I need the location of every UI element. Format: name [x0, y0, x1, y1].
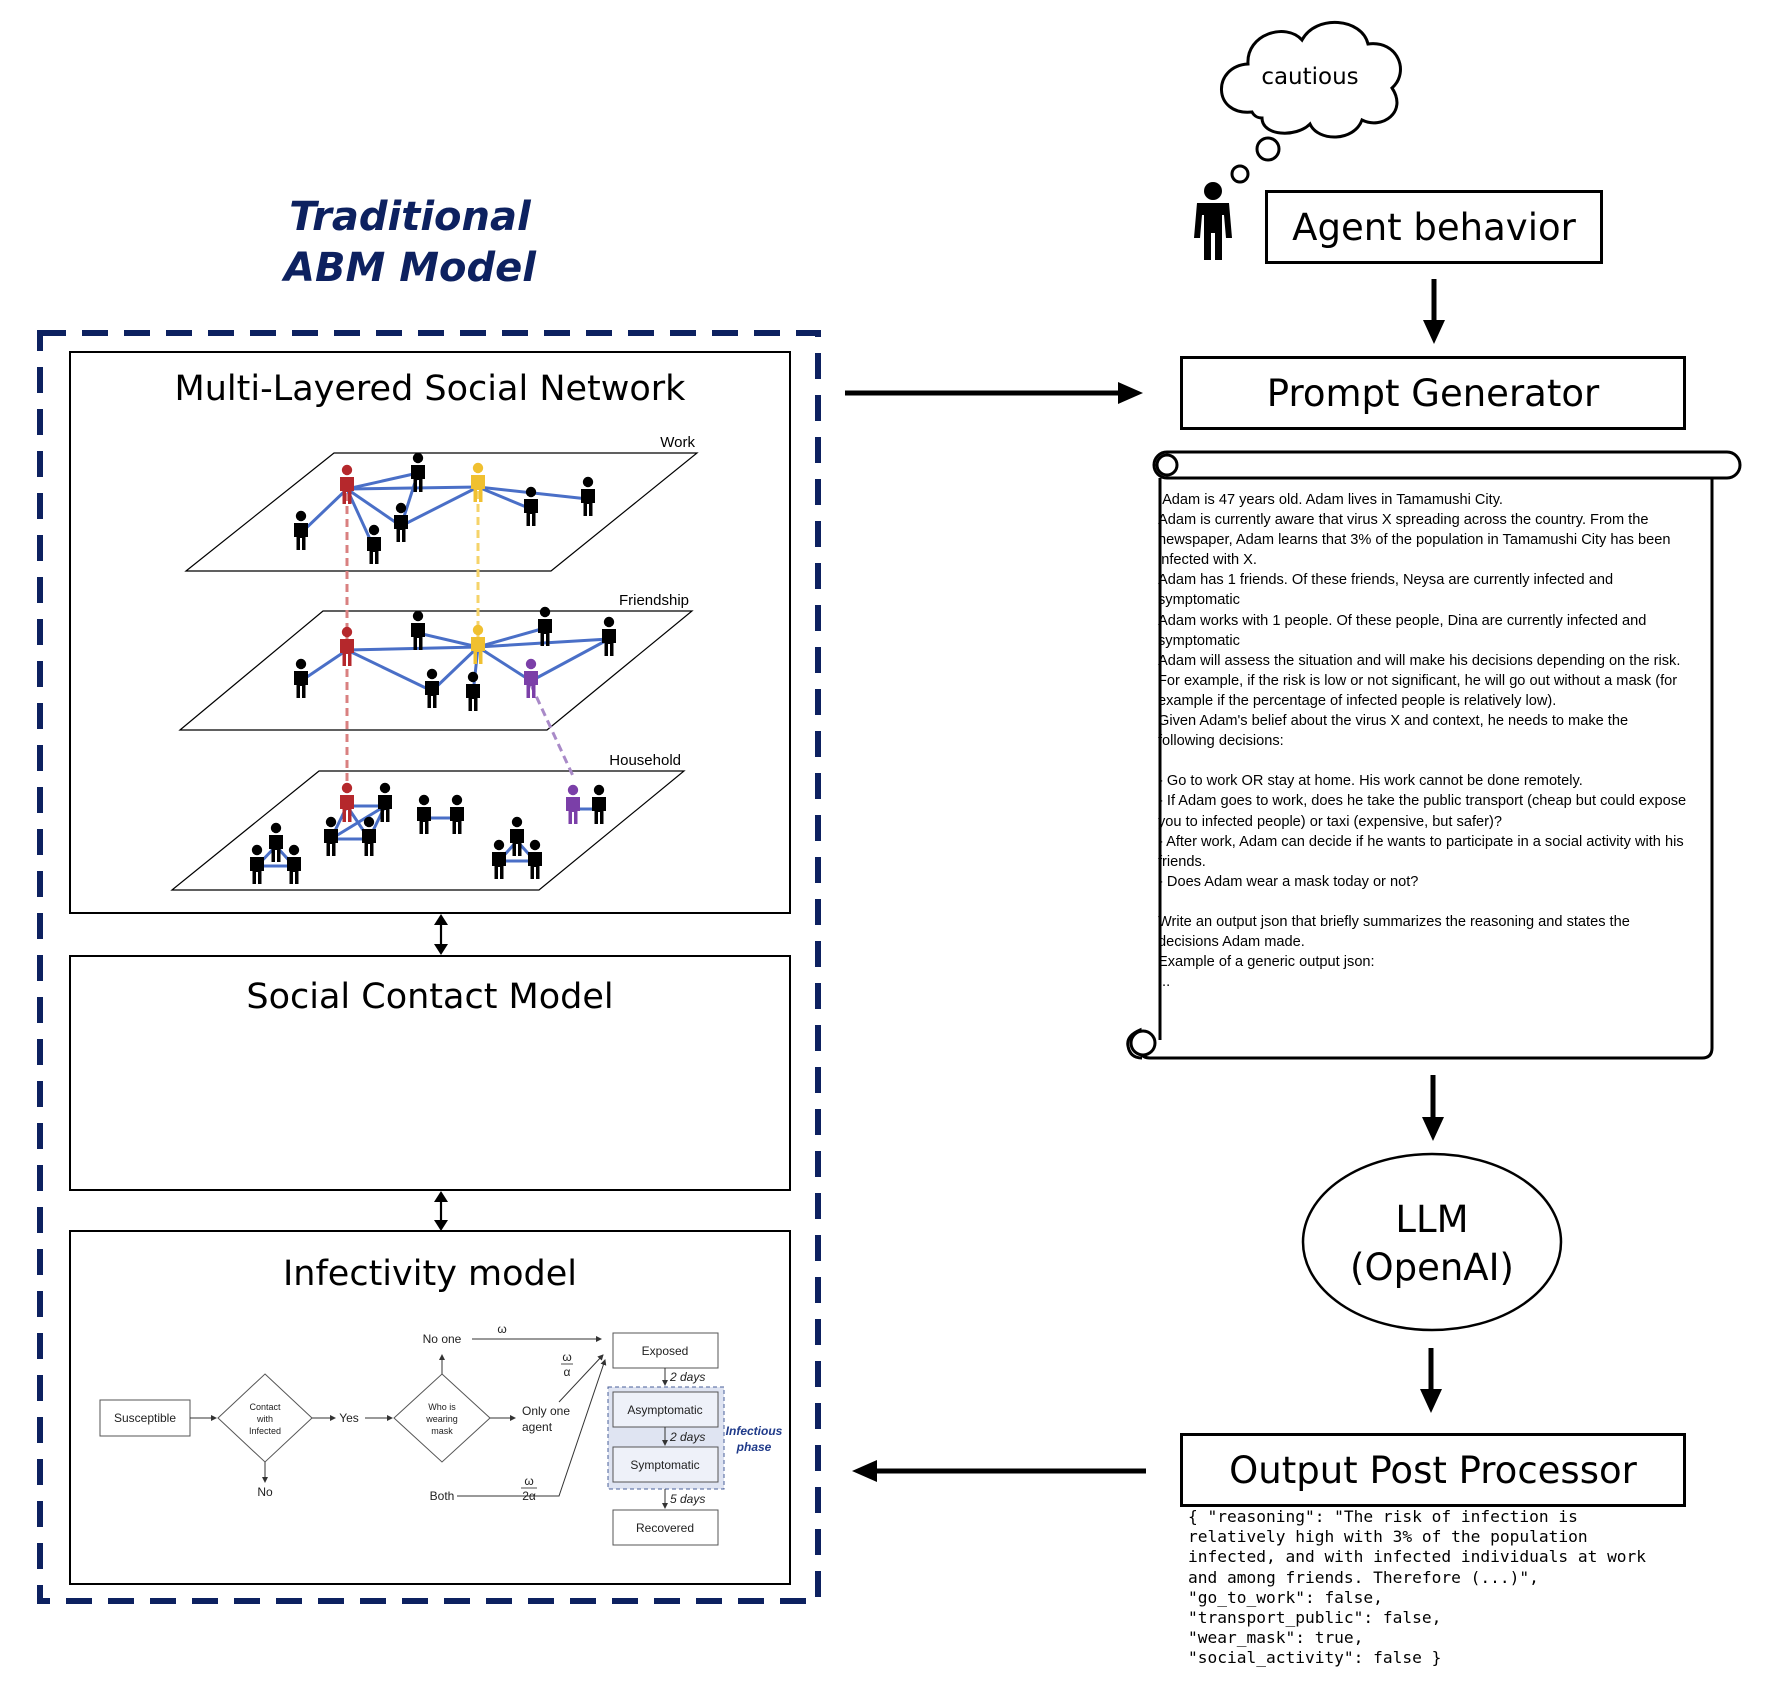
asymptomatic-node: [612, 1391, 719, 1428]
social-contact-box: Social Contact Model: [69, 955, 791, 1191]
exposed-label: Exposed: [642, 1344, 689, 1358]
duration-3: 5 days: [670, 1492, 705, 1506]
llm-node: LLM (OpenAI): [1303, 1196, 1561, 1292]
recovered-node: [612, 1509, 719, 1546]
layer-label-work: Work: [660, 434, 695, 451]
contact-label-3: Infected: [249, 1426, 281, 1436]
prompt-text: Adam is 47 years old. Adam lives in Tama…: [1158, 492, 1687, 991]
social-contact-title: Social Contact Model: [246, 977, 614, 1017]
thought-dot-large: [1255, 136, 1281, 162]
social-network-title: Multi-Layered Social Network: [174, 369, 686, 409]
contact-label-2: with: [256, 1414, 273, 1424]
duration-2: 2 days: [669, 1430, 705, 1444]
prompt-generator-label: Prompt Generator: [1266, 371, 1600, 415]
exposed-node: [612, 1332, 719, 1369]
network-illustration: Work Friendship Household: [170, 434, 699, 891]
output-json-text: { "reasoning": "The risk of infection is…: [1188, 1507, 1647, 1668]
layer-label-household: Household: [609, 752, 681, 769]
thought-cloud: [1220, 20, 1402, 139]
agent-person-icon: [1194, 182, 1232, 260]
omega-2alpha-num: ω: [524, 1474, 533, 1488]
prompt-scroll: [1126, 450, 1742, 1060]
both-label: Both: [430, 1489, 455, 1503]
thought-text: cautious: [1261, 64, 1359, 90]
thought-dot-small: [1230, 164, 1250, 184]
llm-ellipse: [1301, 1152, 1563, 1332]
mask-label-3: mask: [431, 1426, 453, 1436]
prompt-generator-box: Prompt Generator: [1180, 356, 1686, 430]
omega-label: ω: [497, 1322, 506, 1336]
llm-label-2: (OpenAI): [1350, 1246, 1514, 1289]
infectious-label-1: Infectious: [726, 1424, 783, 1438]
agent-behavior-label: Agent behavior: [1292, 205, 1576, 249]
contact-label-1: Contact: [249, 1402, 281, 1412]
no-one-label: No one: [423, 1332, 462, 1346]
infectivity-flowchart: Susceptible Contact with Infected Yes No…: [99, 1322, 783, 1546]
omega-alpha-num: ω: [562, 1350, 571, 1364]
no-label: No: [257, 1485, 273, 1499]
llm-label-1: LLM: [1395, 1198, 1469, 1241]
symptomatic-node: [612, 1446, 719, 1483]
output-post-processor-label: Output Post Processor: [1229, 1448, 1637, 1492]
yes-label: Yes: [339, 1411, 359, 1425]
only-one-label-2: agent: [522, 1420, 553, 1434]
susceptible-label: Susceptible: [114, 1411, 176, 1425]
recovered-label: Recovered: [636, 1521, 694, 1535]
abm-title-line1: Traditional: [289, 194, 531, 240]
duration-1: 2 days: [669, 1370, 705, 1384]
layer-label-friendship: Friendship: [619, 592, 689, 609]
mask-decision: [393, 1373, 491, 1463]
infectious-label-2: phase: [736, 1440, 772, 1454]
omega-2alpha-den: 2α: [522, 1489, 536, 1503]
infectivity-title: Infectivity model: [282, 1254, 578, 1294]
only-one-label-1: Only one: [522, 1404, 570, 1418]
abm-title-line2: ABM Model: [284, 245, 536, 291]
work-plane: [184, 452, 699, 572]
mask-label-1: Who is: [428, 1402, 456, 1412]
asymptomatic-label: Asymptomatic: [627, 1403, 702, 1417]
mask-label-2: wearing: [425, 1414, 458, 1424]
agent-behavior-box: Agent behavior: [1265, 190, 1603, 264]
symptomatic-label: Symptomatic: [630, 1458, 699, 1472]
output-post-processor-box: Output Post Processor: [1180, 1433, 1686, 1507]
omega-alpha-den: α: [564, 1365, 571, 1379]
